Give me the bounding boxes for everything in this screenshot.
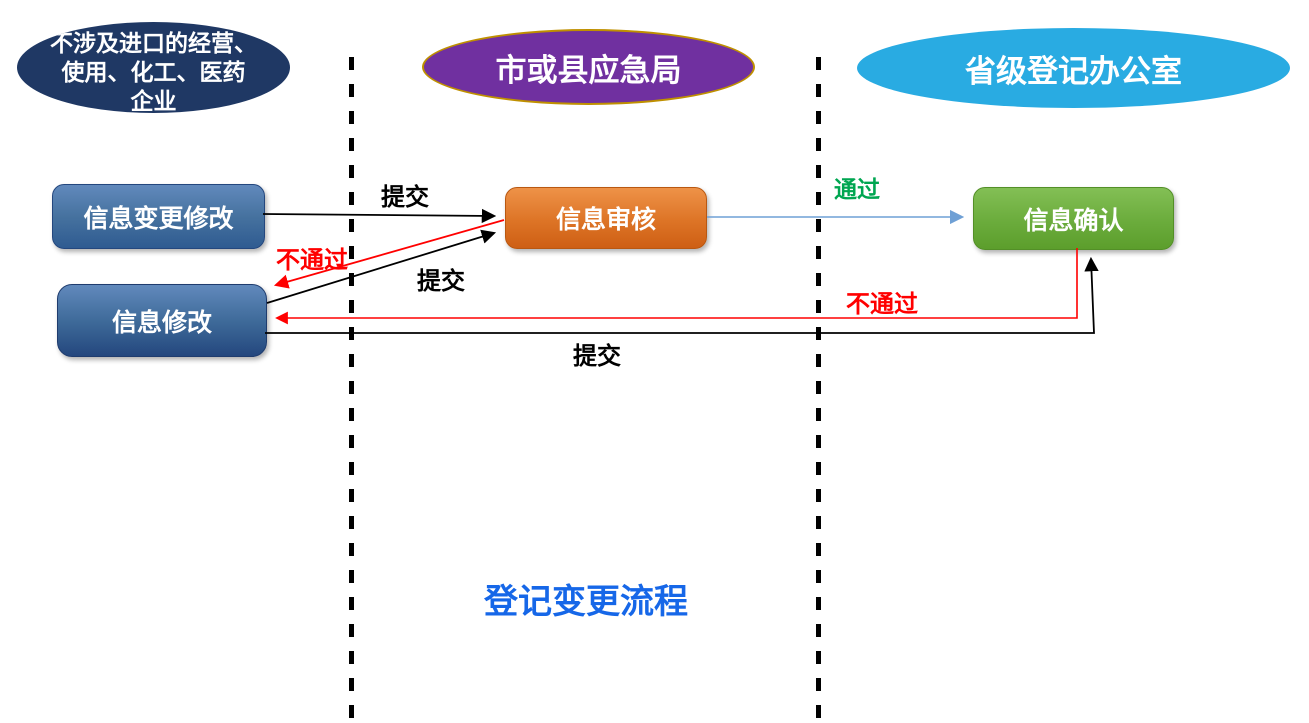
edge-label-fail-left: 不通过 bbox=[276, 247, 348, 274]
slide-title: 登记变更流程 bbox=[484, 583, 688, 621]
edge-label-submit-mid: 提交 bbox=[417, 268, 465, 295]
edge-submit-change-edit-to-review bbox=[262, 208, 497, 224]
edge-submit-edit-to-confirm bbox=[265, 256, 1099, 334]
edge-label-submit-bottom: 提交 bbox=[573, 343, 621, 370]
lane-header-city-or-county-bureau-label: 市或县应急局 bbox=[495, 52, 682, 88]
lane-header-enterprise-line2: 使用、化工、医药 bbox=[61, 59, 246, 85]
node-info-change-edit: 信息变更修改 bbox=[52, 184, 265, 249]
lane-header-provincial-office: 省级登记办公室 bbox=[857, 28, 1290, 108]
edge-confirm-fail-to-info-edit bbox=[275, 248, 1078, 325]
node-info-review: 信息审核 bbox=[505, 187, 707, 249]
lane-divider-right bbox=[816, 57, 821, 723]
lane-header-city-or-county-bureau: 市或县应急局 bbox=[422, 29, 755, 105]
lane-header-provincial-office-label: 省级登记办公室 bbox=[965, 53, 1182, 89]
node-info-edit-label: 信息修改 bbox=[111, 308, 212, 337]
node-info-confirm: 信息确认 bbox=[973, 187, 1174, 250]
node-info-edit: 信息修改 bbox=[57, 284, 267, 357]
edge-label-fail-right: 不通过 bbox=[846, 291, 918, 318]
edge-label-submit-top: 提交 bbox=[381, 184, 429, 211]
node-info-change-edit-label: 信息变更修改 bbox=[83, 204, 234, 233]
lane-header-enterprise: 不涉及进口的经营、 使用、化工、医药 企业 bbox=[17, 22, 290, 113]
node-info-review-label: 信息审核 bbox=[555, 206, 656, 234]
node-info-confirm-label: 信息确认 bbox=[1023, 206, 1124, 235]
lane-header-enterprise-line1: 不涉及进口的经营、 bbox=[50, 30, 257, 56]
edge-label-pass: 通过 bbox=[834, 176, 880, 202]
lane-divider-left bbox=[349, 57, 354, 723]
lane-header-enterprise-line3: 企业 bbox=[130, 88, 177, 113]
